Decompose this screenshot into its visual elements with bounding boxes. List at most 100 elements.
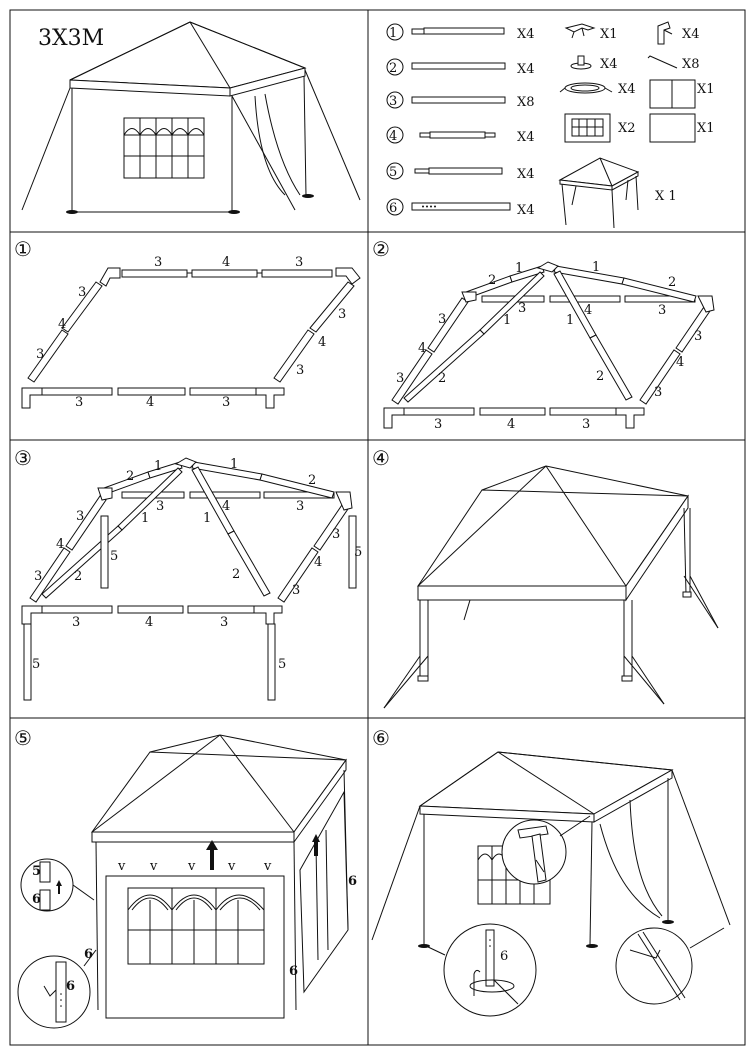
svg-text:4: 4 — [507, 417, 515, 432]
svg-text:4: 4 — [584, 303, 592, 318]
svg-text:3: 3 — [654, 385, 662, 400]
svg-text:3: 3 — [296, 363, 304, 378]
svg-text:3: 3 — [338, 307, 346, 322]
svg-text:1: 1 — [592, 260, 600, 275]
part-row-5: 5 X4 — [386, 162, 535, 182]
svg-text:1: 1 — [503, 313, 511, 328]
svg-text:v: v — [117, 859, 126, 874]
svg-text:3: 3 — [582, 417, 590, 432]
grid — [9, 9, 746, 1046]
svg-text:3: 3 — [694, 329, 702, 344]
svg-text:1: 1 — [203, 511, 211, 526]
svg-text:X 1: X 1 — [655, 189, 677, 204]
step-3-panel: ③ 2 1 1 2 3 1 1 4 3 — [14, 446, 362, 701]
svg-text:2: 2 — [438, 371, 446, 386]
svg-text:3: 3 — [36, 347, 44, 362]
svg-text:3: 3 — [75, 395, 83, 410]
window-pane-icon — [127, 887, 265, 965]
step-label: ① — [14, 237, 32, 261]
up-arrow-icon — [312, 834, 320, 856]
svg-text:2: 2 — [308, 473, 316, 488]
svg-text:X4: X4 — [517, 203, 535, 218]
svg-text:3: 3 — [156, 499, 164, 514]
connector-detail — [501, 815, 591, 885]
door-wall-icon — [649, 79, 696, 109]
svg-text:4: 4 — [56, 537, 64, 552]
stake-icon — [647, 55, 678, 69]
svg-text:4: 4 — [389, 129, 397, 144]
svg-text:1: 1 — [230, 457, 238, 472]
step-6-panel: ⑥ — [371, 726, 731, 1017]
svg-text:X1: X1 — [697, 121, 715, 136]
svg-text:6: 6 — [500, 949, 508, 964]
corner-connector-icon — [657, 21, 673, 45]
svg-text:6: 6 — [32, 892, 41, 907]
step-4-panel: ④ — [372, 446, 719, 709]
svg-text:X4: X4 — [517, 167, 535, 182]
svg-text:4: 4 — [418, 341, 426, 356]
svg-text:3: 3 — [78, 285, 86, 300]
svg-text:3: 3 — [220, 615, 228, 630]
svg-text:X2: X2 — [618, 121, 636, 136]
svg-text:5: 5 — [110, 549, 118, 564]
plain-wall-icon — [649, 113, 696, 143]
canopy-top-icon — [558, 157, 640, 229]
svg-text:3: 3 — [438, 312, 446, 327]
up-arrow-icon — [206, 840, 218, 870]
svg-text:6: 6 — [348, 874, 357, 889]
svg-text:4: 4 — [222, 499, 230, 514]
svg-text:4: 4 — [146, 395, 154, 410]
svg-text:3: 3 — [222, 395, 230, 410]
part-row-3: 3 X8 — [386, 91, 535, 110]
svg-text:X1: X1 — [600, 27, 618, 42]
svg-text:2: 2 — [596, 369, 604, 384]
svg-text:X8: X8 — [682, 57, 700, 72]
window-wall-icon — [564, 113, 611, 143]
svg-text:5: 5 — [354, 545, 362, 560]
part-row-6: 6 X4 — [386, 198, 535, 218]
svg-text:1: 1 — [141, 511, 149, 526]
svg-text:X1: X1 — [697, 82, 715, 97]
svg-text:3: 3 — [396, 371, 404, 386]
step-label: ⑤ — [14, 726, 32, 750]
svg-text:2: 2 — [488, 273, 496, 288]
svg-text:3: 3 — [295, 255, 303, 270]
step-2-panel: ② 2 1 1 2 3 — [372, 237, 715, 432]
svg-text:3: 3 — [658, 303, 666, 318]
svg-text:v: v — [227, 859, 236, 874]
svg-text:1: 1 — [389, 26, 397, 41]
svg-text:4: 4 — [58, 317, 66, 332]
svg-text:v: v — [149, 859, 158, 874]
step-1-panel: ① 3 4 3 3 4 3 3 4 3 3 4 3 — [14, 237, 361, 410]
svg-text:4: 4 — [318, 335, 326, 350]
svg-text:3: 3 — [76, 509, 84, 524]
svg-text:X4: X4 — [600, 57, 618, 72]
parts-panel: 1 X4 2 X4 3 X8 4 X4 5 — [386, 21, 715, 229]
svg-text:1: 1 — [566, 313, 574, 328]
svg-text:3: 3 — [332, 527, 340, 542]
svg-text:3: 3 — [389, 94, 397, 109]
svg-text:5: 5 — [32, 864, 41, 879]
step-label: ③ — [14, 446, 32, 470]
svg-text:6: 6 — [289, 964, 298, 979]
svg-text:2: 2 — [389, 61, 397, 76]
svg-text:X4: X4 — [517, 130, 535, 145]
svg-text:3: 3 — [154, 255, 162, 270]
svg-text:X4: X4 — [682, 27, 700, 42]
rope-icon — [559, 82, 613, 94]
svg-text:6: 6 — [389, 201, 397, 216]
part-row-2: 2 X4 — [386, 58, 535, 77]
page-title: 3X3M — [38, 26, 104, 51]
svg-text:3: 3 — [434, 417, 442, 432]
svg-text:3: 3 — [72, 615, 80, 630]
svg-text:2: 2 — [126, 469, 134, 484]
overview-panel: 3X3M — [21, 21, 361, 214]
svg-text:6: 6 — [84, 947, 93, 962]
svg-text:2: 2 — [74, 569, 82, 584]
svg-text:X4: X4 — [618, 82, 636, 97]
svg-text:4: 4 — [314, 555, 322, 570]
svg-text:1: 1 — [515, 261, 523, 276]
svg-text:4: 4 — [145, 615, 153, 630]
svg-text:5: 5 — [32, 657, 40, 672]
